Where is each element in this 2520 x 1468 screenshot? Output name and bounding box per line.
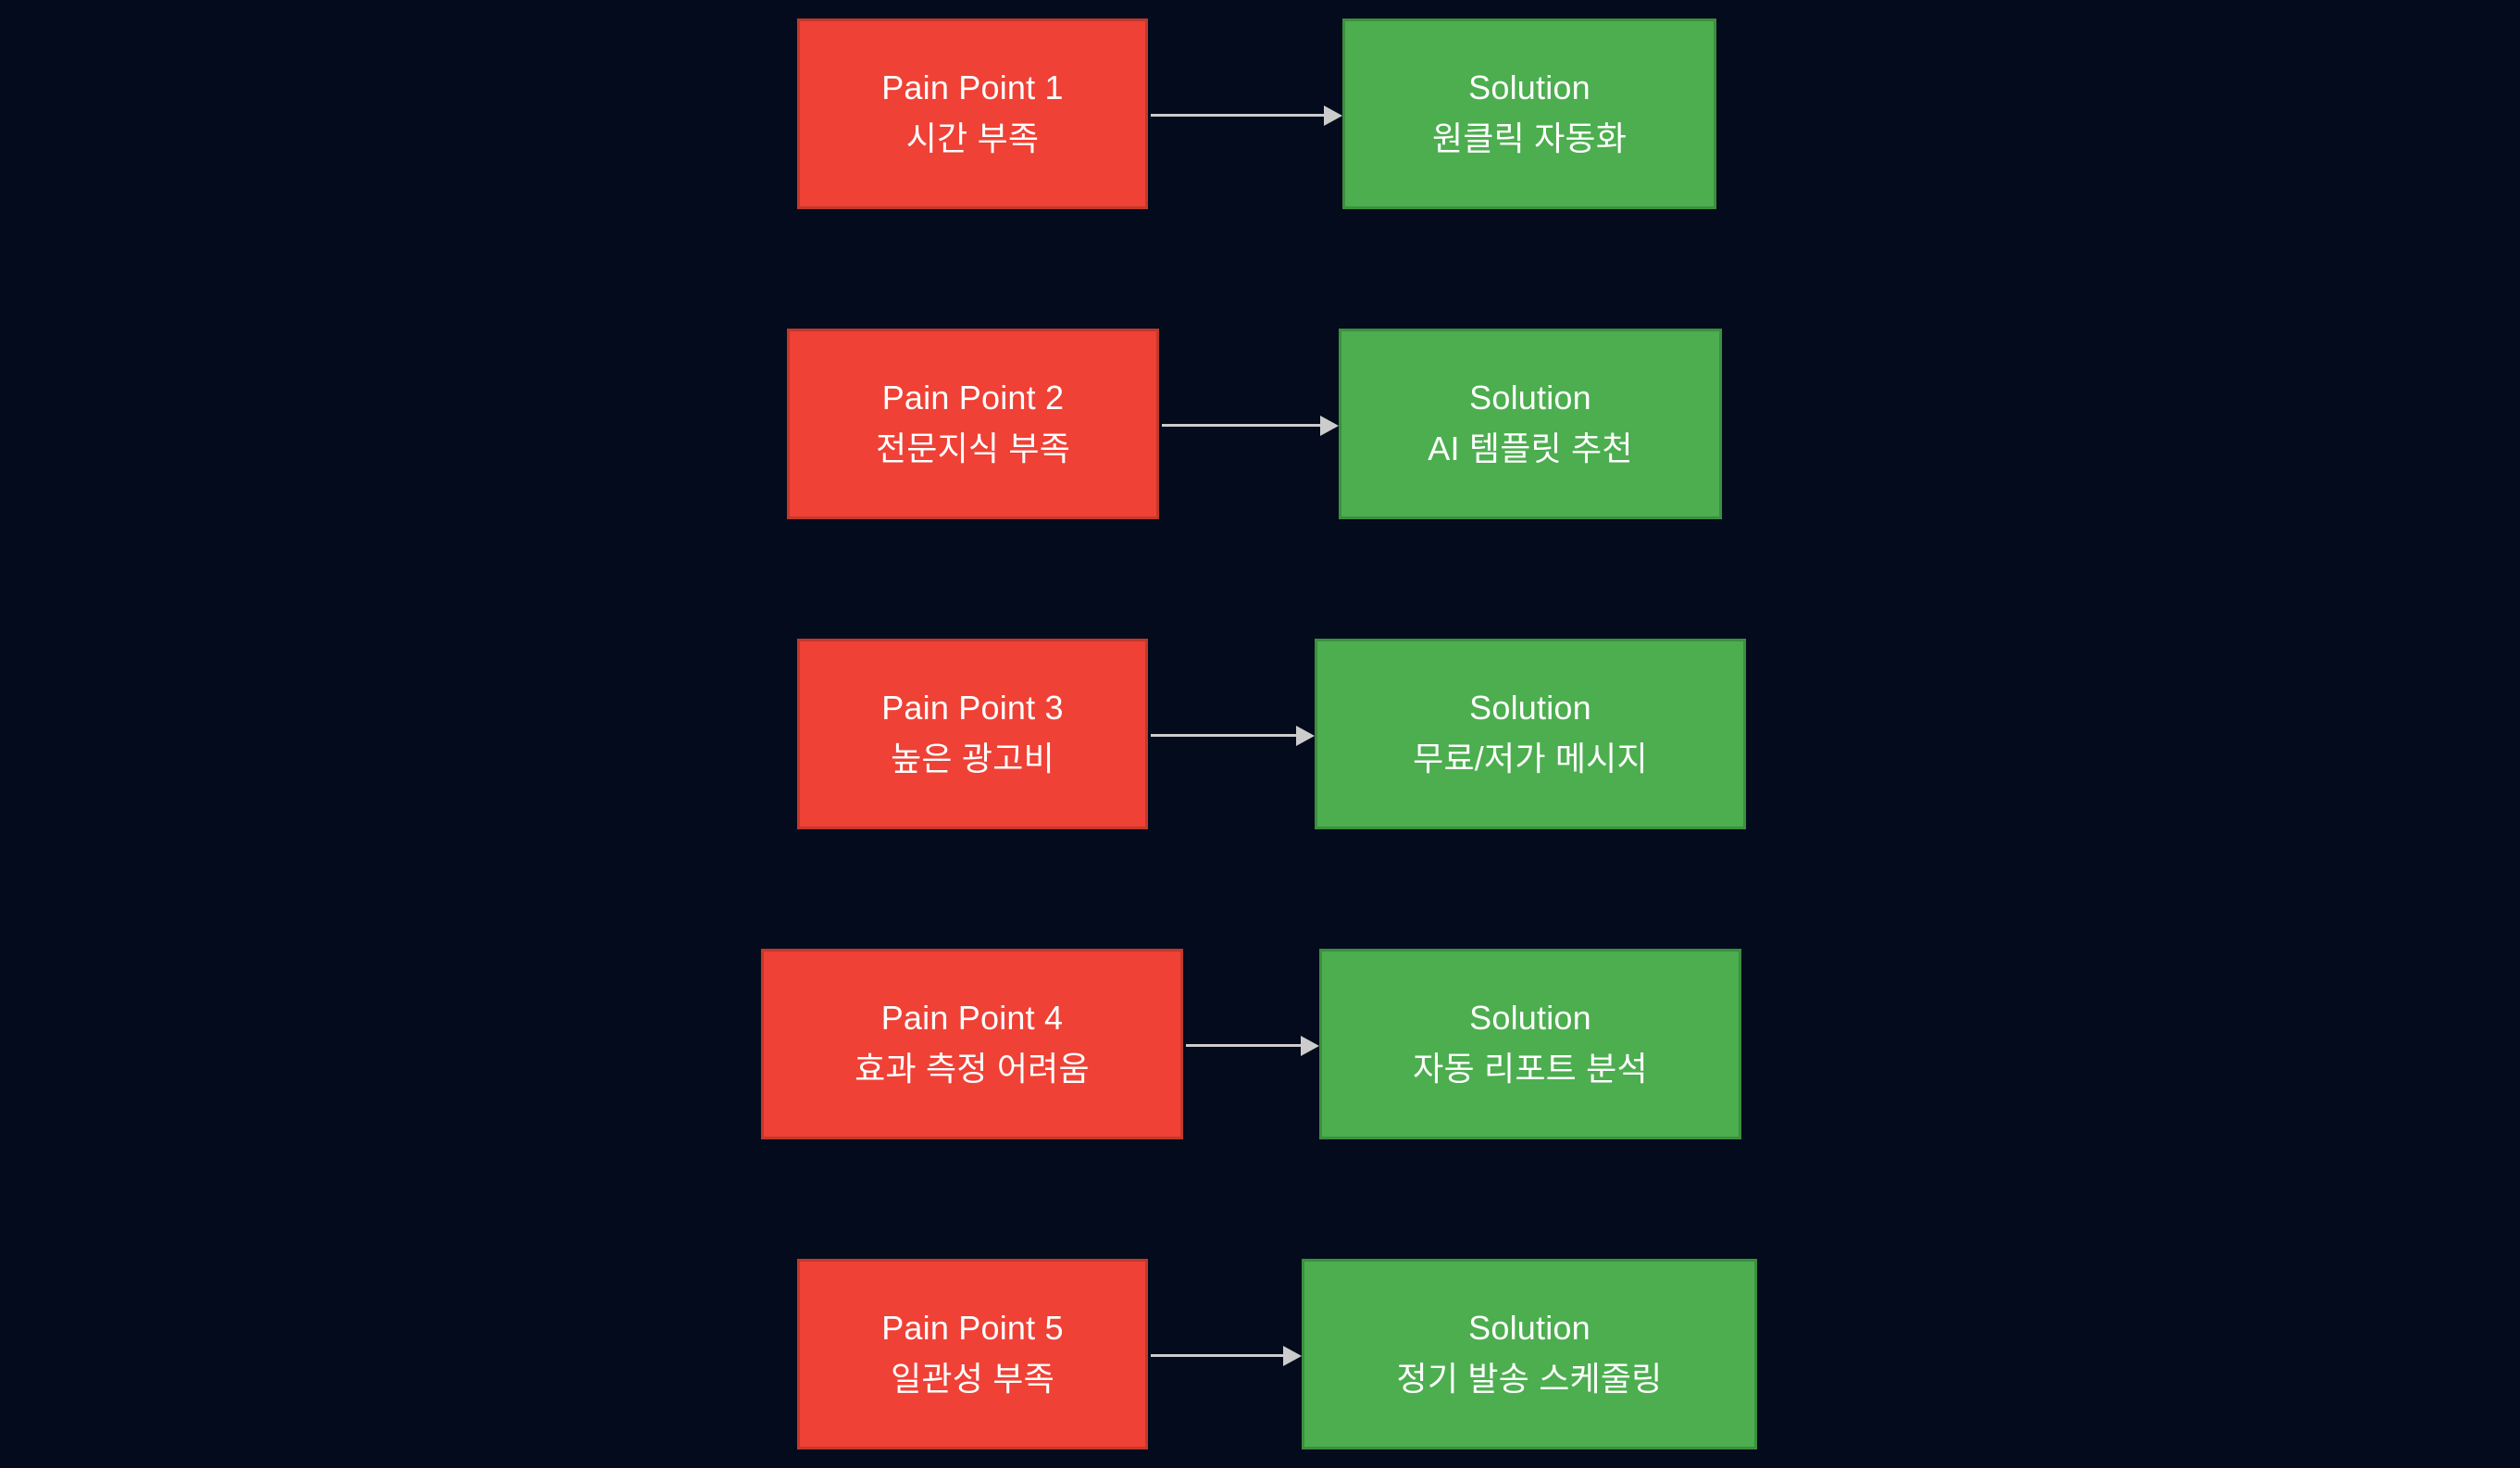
edge-shaft-5 (1151, 1354, 1285, 1357)
edge-arrowhead-1 (1324, 106, 1342, 126)
solution-detail-1: 원클릭 자동화 (1431, 119, 1628, 157)
edge-arrowhead-3 (1296, 726, 1315, 746)
solution-detail-3: 무료/저가 메시지 (1413, 740, 1648, 778)
solution-title-5: Solution (1468, 1309, 1591, 1348)
solution-detail-4: 자동 리포트 분석 (1413, 1050, 1648, 1088)
solution-node-1[interactable]: Solution 원클릭 자동화 (1342, 19, 1716, 209)
pain-point-title-1: Pain Point 1 (881, 68, 1064, 107)
solution-detail-5: 정기 발송 스케줄링 (1396, 1360, 1663, 1398)
solution-node-2[interactable]: Solution AI 템플릿 추천 (1339, 329, 1722, 519)
solution-title-2: Solution (1469, 379, 1591, 417)
pain-point-detail-5: 일관성 부족 (891, 1360, 1054, 1398)
pain-point-node-4[interactable]: Pain Point 4 효과 측정 어려움 (761, 949, 1183, 1139)
edge-arrowhead-4 (1301, 1036, 1319, 1056)
pain-point-node-3[interactable]: Pain Point 3 높은 광고비 (797, 639, 1148, 829)
pain-point-detail-3: 높은 광고비 (891, 740, 1054, 778)
solution-node-3[interactable]: Solution 무료/저가 메시지 (1315, 639, 1746, 829)
pain-point-title-4: Pain Point 4 (880, 999, 1064, 1038)
edge-arrowhead-2 (1320, 416, 1339, 436)
pain-point-detail-2: 전문지식 부족 (875, 429, 1071, 467)
pain-point-detail-1: 시간 부족 (905, 119, 1040, 157)
pain-point-title-2: Pain Point 2 (881, 379, 1065, 417)
solution-node-5[interactable]: Solution 정기 발송 스케줄링 (1302, 1259, 1757, 1449)
edge-shaft-2 (1162, 424, 1322, 427)
pain-point-detail-4: 효과 측정 어려움 (855, 1050, 1090, 1088)
solution-title-4: Solution (1469, 999, 1591, 1038)
solution-title-3: Solution (1469, 689, 1591, 728)
edge-shaft-1 (1151, 114, 1326, 117)
edge-shaft-4 (1186, 1044, 1303, 1047)
pain-point-node-2[interactable]: Pain Point 2 전문지식 부족 (787, 329, 1159, 519)
pain-point-node-5[interactable]: Pain Point 5 일관성 부족 (797, 1259, 1148, 1449)
solution-title-1: Solution (1468, 68, 1591, 107)
pain-point-node-1[interactable]: Pain Point 1 시간 부족 (797, 19, 1148, 209)
edge-arrowhead-5 (1283, 1346, 1302, 1366)
solution-node-4[interactable]: Solution 자동 리포트 분석 (1319, 949, 1741, 1139)
pain-point-title-5: Pain Point 5 (881, 1309, 1064, 1348)
solution-detail-2: AI 템플릿 추천 (1428, 429, 1633, 467)
pain-point-title-3: Pain Point 3 (881, 689, 1064, 728)
edge-shaft-3 (1151, 734, 1298, 737)
